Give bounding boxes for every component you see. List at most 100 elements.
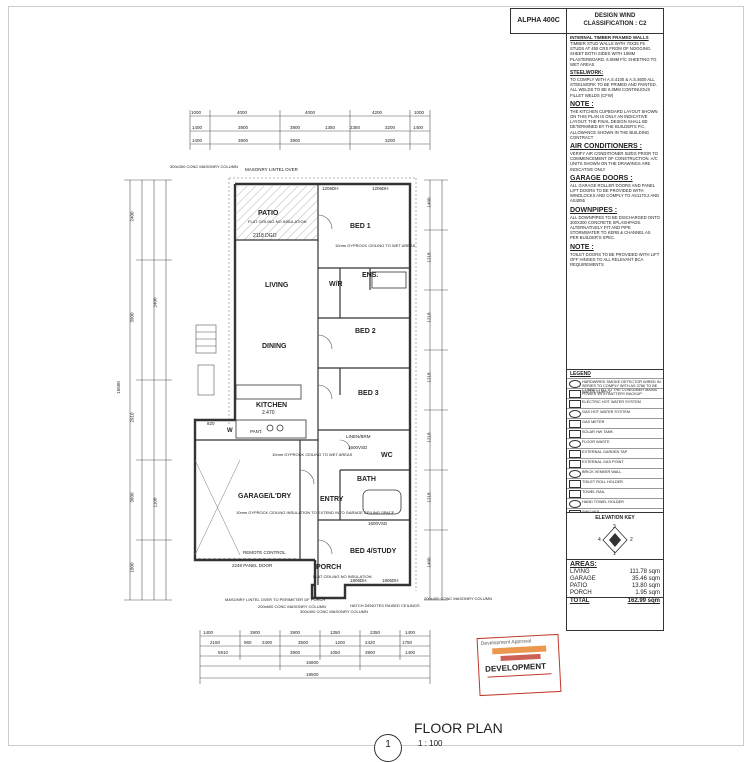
legend-item: GAS HOT WATER SYSTEM (567, 408, 663, 418)
dim-left-3: 3600 (129, 492, 135, 503)
downpipes-title: DOWNPIPES : (570, 206, 618, 214)
dim-bot-3-0: 5910 (218, 650, 229, 655)
elevation-key-title: ELEVATION KEY (595, 515, 635, 521)
patio-ceiling-note: FLAT CEILING NO INSULATION (248, 219, 307, 224)
stamp-band-2 (500, 653, 541, 661)
legend-symbol-icon (569, 490, 581, 498)
area-name: PORCH (570, 590, 592, 596)
garage-cross (194, 459, 241, 556)
bed4-window-a: 1806DH (350, 578, 367, 583)
dim-top-2-3: 1350 (325, 125, 336, 130)
garage-doors-body: ALL GARAGE ROLLER DOORS AND PANEL LIFT D… (570, 182, 660, 204)
hatch-note: HATCH DENOTES RAISED CEILINGS (350, 603, 420, 608)
dim-bot-2-3: 3500 (298, 640, 309, 645)
dim-left-2: 2910 (129, 412, 135, 423)
legend-item: WATER SUPPLY (567, 388, 663, 398)
dim-820: 820 (207, 421, 215, 426)
legend-symbol-icon (569, 440, 581, 448)
area-value: 111.78 sqm (629, 569, 660, 575)
room-ensuite: ENS. (362, 272, 379, 279)
external-walls (193, 182, 412, 600)
room-wc: WC (381, 452, 393, 459)
legend-label: HARDWIRED SMOKE DETECTOR WIRED IN SERIES… (582, 380, 661, 396)
legend-panel: LEGEND HARDWIRED SMOKE DETECTOR WIRED IN… (566, 369, 664, 513)
dim-top-3-2: 3900 (290, 138, 301, 143)
dim-right-3: 1218 (426, 372, 432, 383)
dim-top-2-5: 3200 (385, 125, 396, 130)
dim-bot-1-1: 3900 (250, 630, 261, 635)
internal-walls-body: TIMBER STUD WALLS WITH 70x35 F5 STUDS AT… (570, 41, 657, 67)
masonry-lintel-top: MASONRY LINTEL OVER (245, 167, 298, 172)
dim-top-1-1: 4000 (237, 110, 248, 115)
dim-top-2-4: 2350 (350, 125, 361, 130)
dim-right-6: 1400 (426, 557, 432, 568)
areas-total-name: TOTAL (570, 598, 590, 604)
legend-item: BRICK VENEER WALL (567, 468, 663, 478)
porch-ceiling-note: FLAT CEILING NO INSULATION (313, 574, 372, 579)
left-dimension-lines (124, 179, 172, 601)
room-living: LIVING (265, 282, 289, 289)
robe-b: 1600VSD (368, 521, 388, 526)
legend-symbol-icon (569, 460, 581, 468)
remote-control-note: REMOTE CONTROL (243, 550, 286, 555)
wind-class-box: DESIGN WIND CLASSIFICATION : C2 (566, 8, 664, 34)
dim-top-2-1: 3900 (238, 125, 249, 130)
title-scale: 1 : 100 (418, 739, 443, 748)
steelwork-body: TO COMPLY WITH A.S.4100 & A.S.4600 ALL S… (570, 77, 657, 98)
legend-item: SHELVES (567, 508, 663, 512)
legend-symbol-icon (569, 400, 581, 408)
legend-symbol-icon (569, 470, 581, 478)
legend-label: EXTERNAL GAS POINT (582, 460, 624, 464)
legend-label: TOWEL RAIL (582, 490, 605, 494)
dim-bot-2-6: 1750 (402, 640, 413, 645)
legend-item: HARDWIRED SMOKE DETECTOR WIRED IN SERIES… (567, 378, 663, 396)
laundry-ceiling-note: 10mm GYPROCK CEILING TO WET AREAS (272, 452, 353, 457)
note1-title: NOTE : (570, 100, 594, 108)
dim-bot-2-2: 2400 (262, 640, 273, 645)
area-name: GARAGE (570, 576, 596, 582)
downpipes-body: ALL DOWNPIPES TO BE DISCHARGED ONTO 300x… (570, 214, 660, 241)
dim-top-3-5: 3200 (385, 138, 396, 143)
legend-item: EXTERNAL GARDEN TAP (567, 448, 663, 458)
dim-left-6: 1100 (152, 497, 158, 508)
dim-bot-3-2: 1050 (330, 650, 341, 655)
area-name: PATIO (570, 583, 588, 589)
dim-bot-3-3: 3900 (365, 650, 376, 655)
elev-key-3: 3 (613, 524, 616, 530)
garage-doors-title: GARAGE DOORS : (570, 174, 633, 182)
legend-item: EXTERNAL GAS POINT (567, 458, 663, 468)
bed4-window-b: 1806DH (382, 578, 399, 583)
room-bed-3: BED 3 (358, 390, 379, 397)
dim-top-1-3: 4200 (372, 110, 383, 115)
legend-symbol-icon (569, 510, 581, 512)
internal-walls (195, 184, 410, 585)
area-value: 35.46 sqm (631, 576, 660, 582)
door-swings (299, 214, 351, 555)
legend-item: ELECTRIC HOT WATER SYSTEM (567, 398, 663, 408)
legend-label: EXTERNAL GARDEN TAP (582, 450, 628, 454)
bed1-window-a: 1206DH (322, 186, 339, 191)
floor-plan (124, 110, 448, 684)
conc-column-top: 300x300 CONC MASONRY COLUMN (170, 164, 238, 169)
title-circle: 1 (374, 734, 402, 762)
dim-top-1-4: 1000 (414, 110, 425, 115)
legend-label: HAND TOWEL HOLDER (582, 500, 624, 504)
dim-bot-5: 18500 (306, 672, 319, 677)
legend-title: LEGEND (570, 371, 591, 377)
dim-bot-2-5: 2420 (365, 640, 376, 645)
bed1-window-b: 1206DH (372, 186, 389, 191)
elev-key-1: 1 (613, 551, 616, 557)
dim-bot-3-4: 1400 (405, 650, 416, 655)
approval-stamp: Development Approval DEVELOPMENT (476, 633, 562, 697)
dim-bot-1-4: 2350 (370, 630, 381, 635)
legend-label: GAS METER (582, 420, 605, 424)
label-w: W (227, 428, 233, 434)
dim-bot-2-1: 960 (244, 640, 252, 645)
legend-symbol-icon (569, 500, 581, 508)
dim-bot-2-4: 1200 (335, 640, 346, 645)
bed1-ceiling-note: 10mm GYPROCK CEILING TO WET AREAS (335, 243, 416, 248)
dim-bot-4: 16800 (306, 660, 319, 665)
room-bed-4-study: BED 4/STUDY (350, 548, 397, 555)
label-linen: LINEN/BRM (346, 434, 371, 439)
